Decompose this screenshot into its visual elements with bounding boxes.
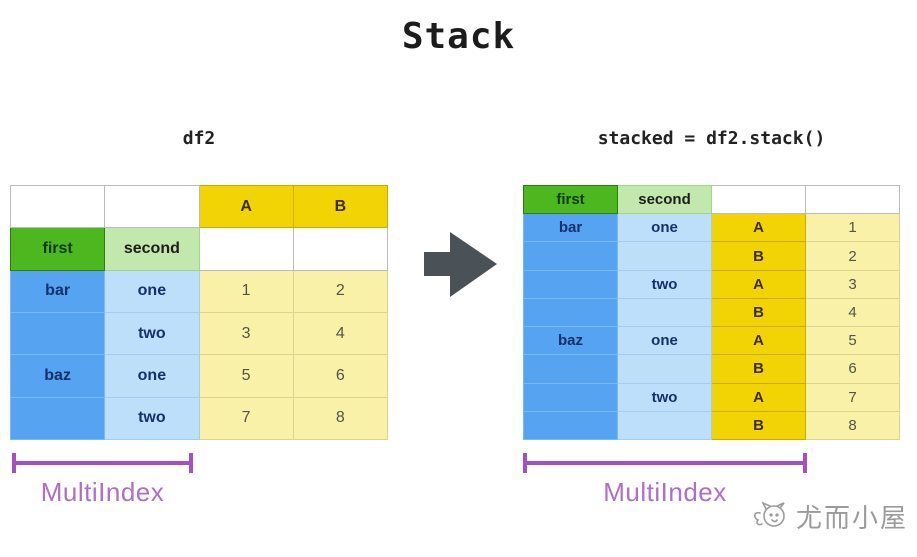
table-row: two A 3 (523, 269, 900, 299)
multiindex-bracket (523, 453, 807, 473)
table-row: A B (9, 184, 389, 229)
index-cell (9, 311, 106, 356)
index-cell (523, 382, 618, 412)
level-cell: B (711, 410, 806, 441)
value-cell: 6 (805, 354, 900, 384)
level-cell: A (711, 269, 806, 299)
index-cell: baz (523, 326, 618, 356)
empty-cell (805, 184, 900, 215)
column-header-a: A (198, 184, 294, 229)
table-row: B 4 (523, 297, 900, 328)
index-cell (523, 241, 618, 271)
value-cell: 5 (198, 354, 294, 398)
table-row: two A 7 (523, 382, 900, 412)
level-cell: A (711, 213, 806, 243)
value-cell: 4 (292, 311, 389, 356)
watermark-text: 尤而小屋 (796, 502, 909, 533)
table-row: baz one 5 6 (9, 354, 389, 398)
table-row: two 7 8 (9, 396, 389, 441)
subindex-cell: one (104, 269, 200, 313)
table-row: B 6 (523, 354, 900, 384)
table-row: first second (523, 184, 900, 215)
page-title: Stack (401, 16, 516, 57)
left-table-caption: df2 (182, 128, 216, 149)
level-cell: B (711, 297, 806, 328)
value-cell: 8 (805, 410, 900, 441)
subindex-cell (617, 297, 712, 328)
table-row: B 2 (523, 241, 900, 271)
bracket-bar (12, 461, 193, 465)
bracket-cap (803, 453, 807, 473)
subindex-cell: two (104, 311, 200, 356)
df2-table: A B first second bar one 1 2 two 3 4 baz… (9, 184, 389, 441)
table-row: B 8 (523, 410, 900, 441)
subindex-cell (617, 241, 712, 271)
multiindex-label: MultiIndex (40, 477, 165, 507)
multiindex-label: MultiIndex (603, 477, 727, 507)
index-name-second: second (617, 184, 712, 215)
subindex-cell: one (104, 354, 200, 398)
index-cell (523, 410, 618, 441)
level-cell: A (711, 382, 806, 412)
value-cell: 5 (805, 326, 900, 356)
index-name-first: first (523, 184, 618, 215)
column-header-b: B (292, 184, 389, 229)
value-cell: 7 (198, 396, 294, 441)
bracket-cap (189, 453, 193, 473)
subindex-cell: one (617, 213, 712, 243)
value-cell: 3 (198, 311, 294, 356)
index-cell: baz (9, 354, 106, 398)
right-table-caption: stacked = df2.stack() (597, 128, 826, 149)
multiindex-bracket (12, 453, 193, 473)
table-row: bar one 1 2 (9, 269, 389, 313)
empty-cell (292, 227, 389, 271)
stacked-table: first second bar one A 1 B 2 two A 3 B (523, 184, 900, 441)
value-cell: 6 (292, 354, 389, 398)
bracket-bar (523, 461, 807, 465)
index-cell (523, 297, 618, 328)
value-cell: 1 (805, 213, 900, 243)
value-cell: 3 (805, 269, 900, 299)
subindex-cell (617, 410, 712, 441)
subindex-cell: one (617, 326, 712, 356)
value-cell: 1 (198, 269, 294, 313)
value-cell: 8 (292, 396, 389, 441)
corner-cell (104, 184, 200, 229)
level-cell: B (711, 354, 806, 384)
table-row: two 3 4 (9, 311, 389, 356)
index-cell (523, 354, 618, 384)
index-name-second: second (104, 227, 200, 271)
subindex-cell: two (104, 396, 200, 441)
corner-cell (9, 184, 106, 229)
doodle-face-icon (750, 495, 790, 538)
subindex-cell: two (617, 382, 712, 412)
value-cell: 2 (292, 269, 389, 313)
index-cell (523, 269, 618, 299)
empty-cell (198, 227, 294, 271)
subindex-cell (617, 354, 712, 384)
value-cell: 7 (805, 382, 900, 412)
index-cell: bar (523, 213, 618, 243)
table-row: baz one A 5 (523, 326, 900, 356)
level-cell: B (711, 241, 806, 271)
table-row: first second (9, 227, 389, 271)
index-name-first: first (9, 227, 106, 271)
table-row: bar one A 1 (523, 213, 900, 243)
value-cell: 4 (805, 297, 900, 328)
index-cell (9, 396, 106, 441)
level-cell: A (711, 326, 806, 356)
value-cell: 2 (805, 241, 900, 271)
arrow-right-icon (424, 231, 498, 298)
index-cell: bar (9, 269, 106, 313)
watermark: 尤而小屋 (750, 495, 908, 537)
empty-cell (711, 184, 806, 215)
subindex-cell: two (617, 269, 712, 299)
